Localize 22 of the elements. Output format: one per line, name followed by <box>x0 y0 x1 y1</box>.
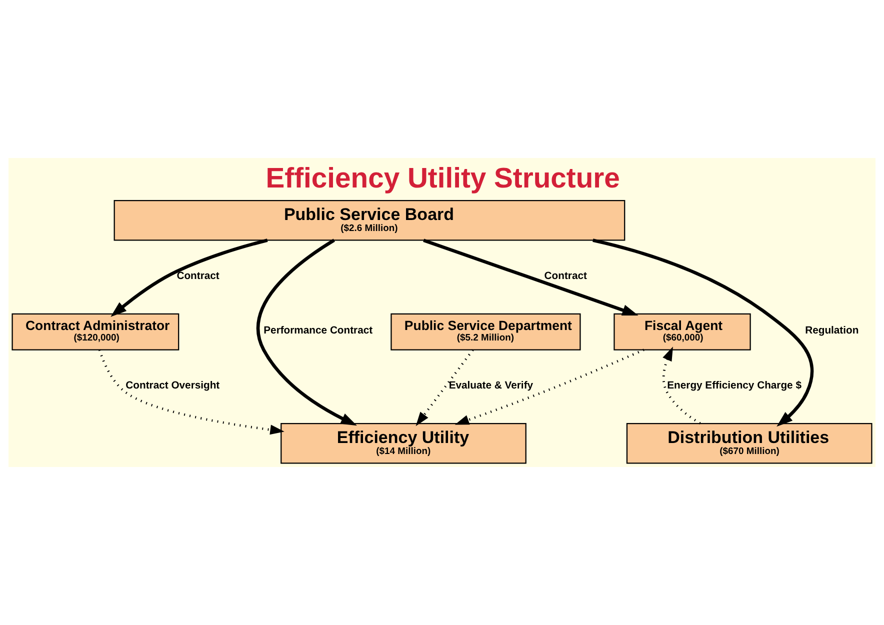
edge-label: Contract <box>544 270 587 282</box>
edge-label: Energy Efficiency Charge $ <box>667 380 802 392</box>
arrow <box>256 238 357 426</box>
arrow <box>423 238 638 316</box>
arrow <box>662 346 701 424</box>
diagram-title: Efficiency Utility Structure <box>266 162 620 194</box>
arrow <box>454 348 644 425</box>
arrow <box>592 238 814 427</box>
arrow <box>98 350 284 435</box>
node-box: Efficiency Utility ($14 Million) <box>280 422 526 464</box>
node-box: Public Service Department ($5.2 Million) <box>390 313 581 350</box>
node-box: Contract Administrator ($120,000) <box>12 313 180 350</box>
node-box: Fiscal Agent ($60,000) <box>614 313 751 350</box>
edge-label: Contract <box>176 270 220 282</box>
edge-label: Performance Contract <box>264 326 373 337</box>
edge-label: Evaluate & Verify <box>448 380 534 392</box>
edge-label: Regulation <box>805 326 859 337</box>
arrow <box>416 349 474 426</box>
node-box: Distribution Utilities ($670 Million) <box>626 422 872 464</box>
edge-label: Contract Oversight <box>126 380 220 392</box>
node-box: Public Service Board ($2.6 Million) <box>114 200 626 241</box>
arrow <box>110 238 268 317</box>
